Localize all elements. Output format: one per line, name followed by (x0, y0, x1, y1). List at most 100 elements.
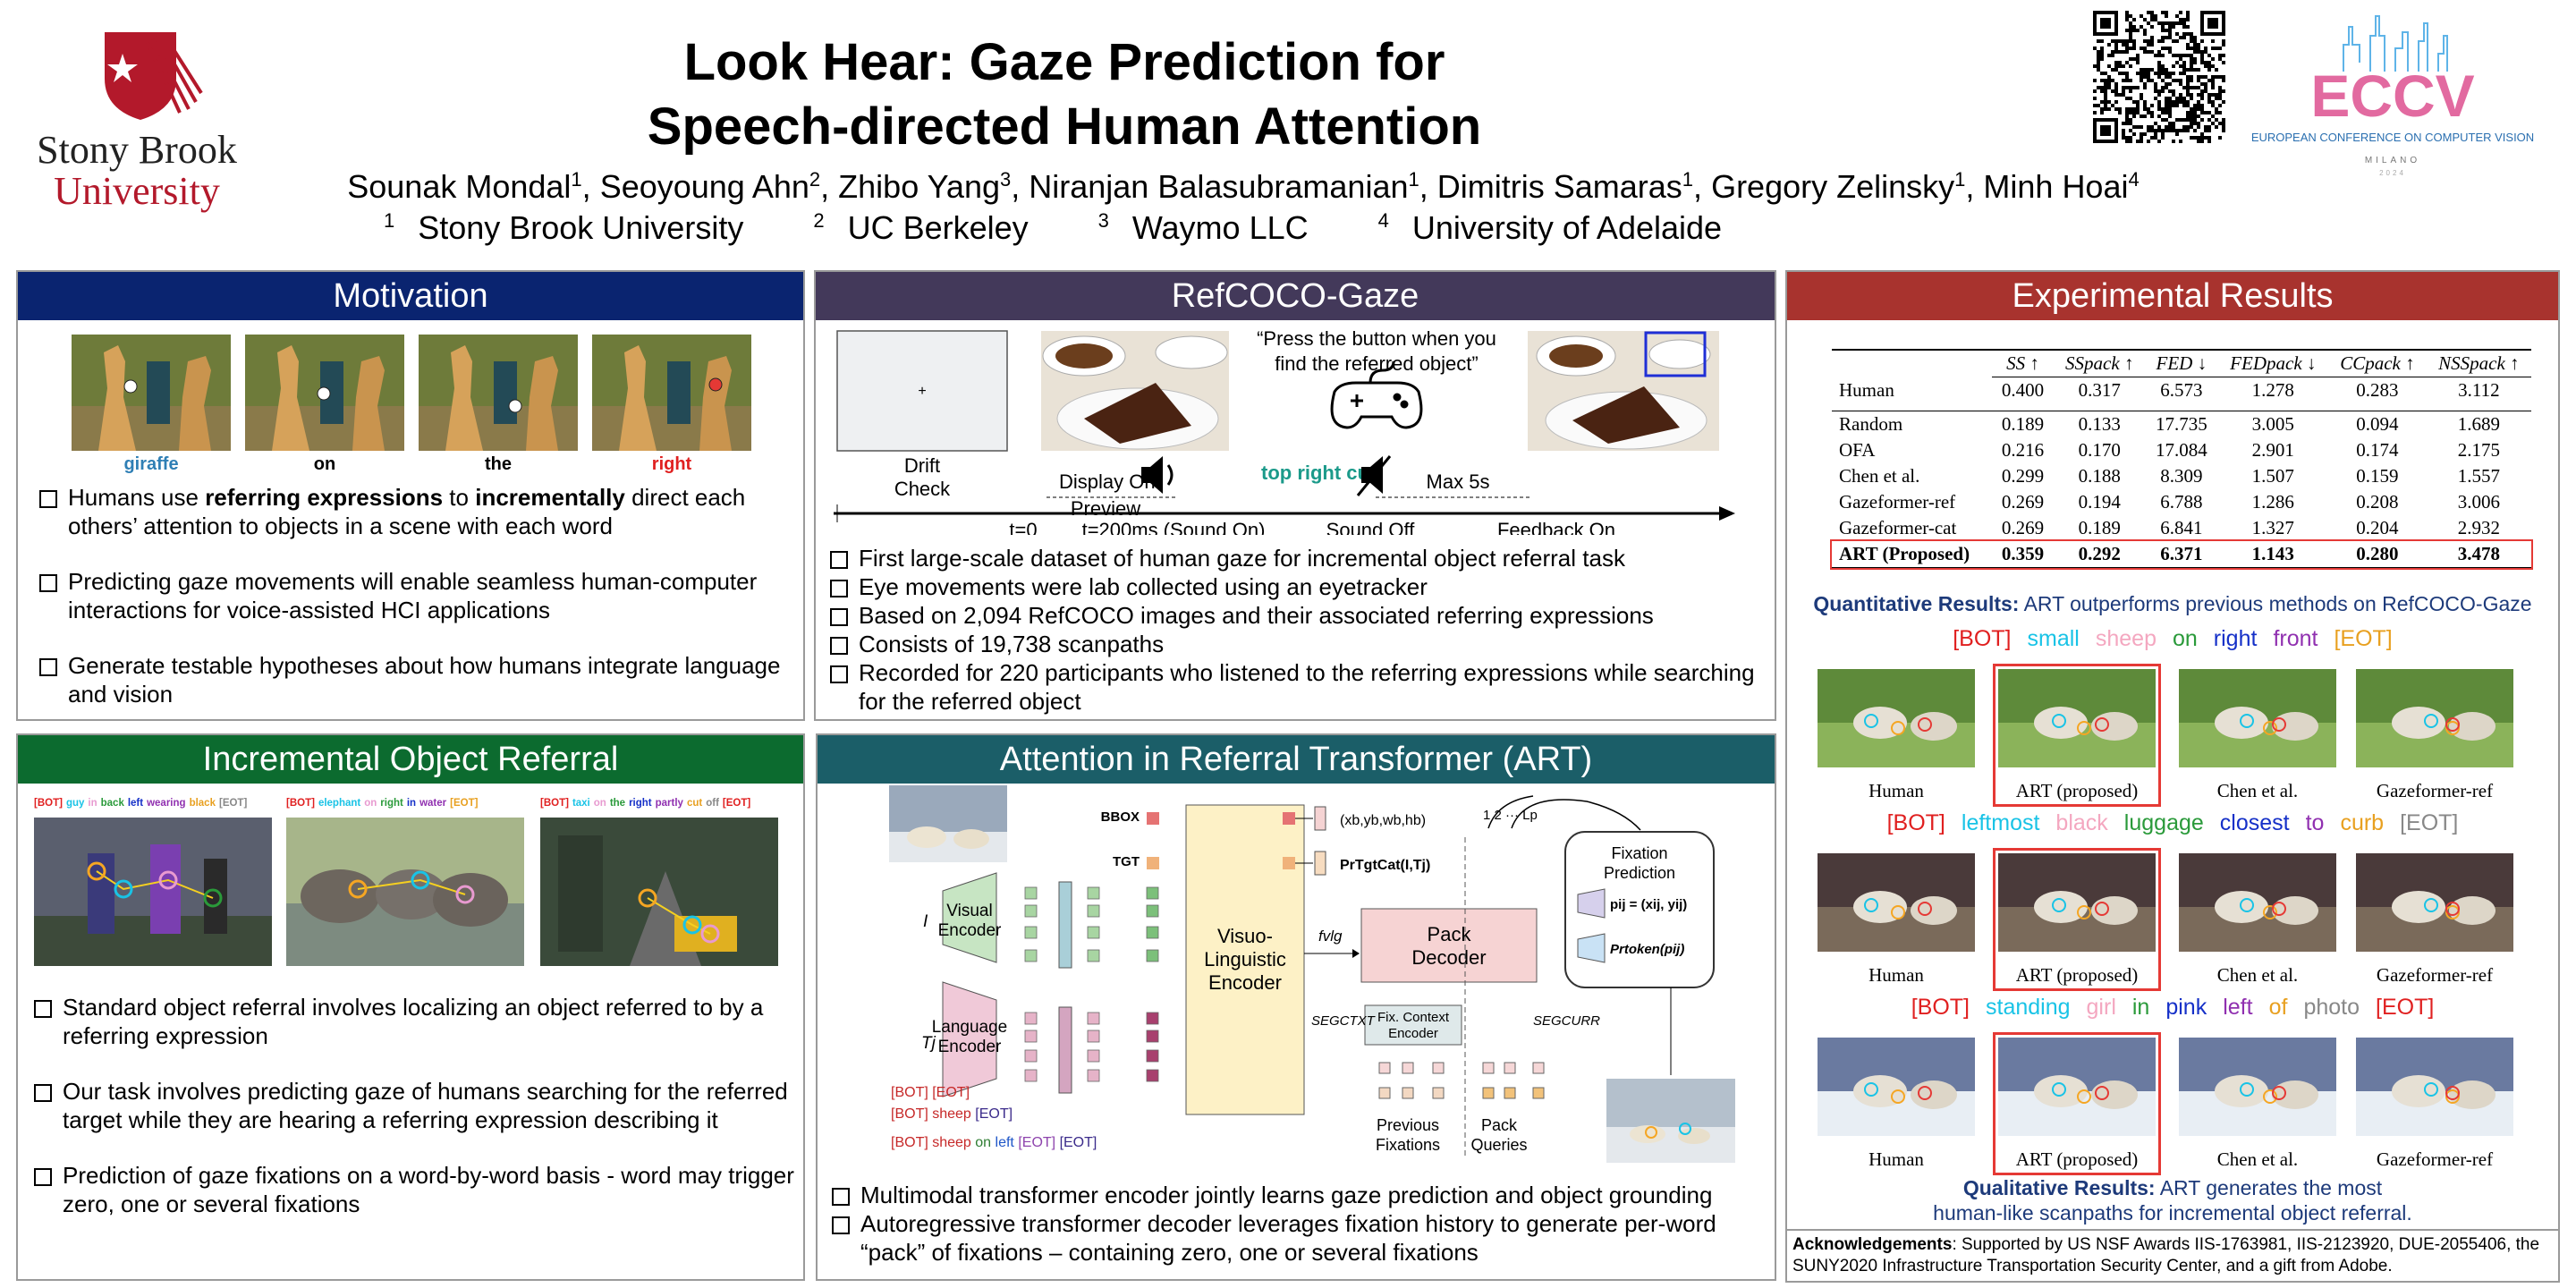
bbox-output: (xb,yb,wb,hb) (1340, 813, 1426, 828)
token-word: sheep (932, 1135, 975, 1150)
method-caption: Human (1868, 1148, 1924, 1170)
timeline-t0: t=0 (1009, 519, 1037, 535)
table-cell: 0.204 (2356, 516, 2399, 538)
table-cell: 0.188 (2078, 464, 2121, 487)
seq-word: curb (2340, 810, 2385, 835)
bullet-item: Our task involves predicting gaze of hum… (32, 1077, 801, 1134)
method-caption: ART (proposed) (2015, 1148, 2139, 1170)
qual-thumbnail (1998, 669, 2156, 767)
art-bullets: Multimodal transformer encoder jointly l… (830, 1181, 1769, 1267)
table-cell: 6.371 (2160, 542, 2203, 564)
table-cell: 2.932 (2457, 516, 2500, 538)
table-cell: 2.175 (2457, 438, 2500, 461)
table-cell: 0.159 (2356, 464, 2399, 487)
table-cell: 0.317 (2078, 379, 2121, 401)
table-cell: 0.269 (2001, 490, 2045, 513)
seq-word: [EOT] (2400, 810, 2459, 835)
caption-word: back (100, 798, 124, 809)
visuo-linguistic-encoder (1185, 804, 1305, 1115)
caption-word: cut (686, 798, 703, 809)
table-cell: 1.507 (2251, 464, 2294, 487)
table-cell: 0.170 (2078, 438, 2121, 461)
method-caption: Chen et al. (2216, 964, 2299, 986)
seq-word: [BOT] (1886, 810, 1945, 835)
quant-text: ART outperforms previous methods on RefC… (2019, 592, 2532, 615)
table-cell: 0.174 (2356, 438, 2399, 461)
table-header: SS ↑ (1991, 350, 2055, 377)
seq-word: closest (2219, 810, 2290, 835)
svg-text:Encoder: Encoder (1208, 971, 1282, 994)
caption-word: right (380, 798, 403, 809)
caption-word: taxi (572, 798, 590, 809)
token-sequence-lines: [BOT] [EOT] [BOT] sheep [EOT] [BOT] shee… (891, 1085, 1097, 1150)
token-word: [BOT] (891, 1135, 932, 1150)
affiliation-name: UC Berkeley (847, 209, 1029, 246)
eccv-year: 2024 (2379, 169, 2406, 177)
qualitative-caption: Qualitative Results: ART generates the m… (1787, 1175, 2558, 1225)
proposed-highlight (1993, 848, 2161, 991)
author: Dimitris Samaras1 (1437, 168, 1693, 205)
coffee-cake-image-2 (1528, 331, 1719, 451)
author-affil: 1 (571, 168, 582, 191)
seq-word: right (2213, 626, 2258, 651)
author-list: Sounak Mondal1, Seoyoung Ahn2, Zhibo Yan… (347, 168, 2140, 205)
table-cell: 0.299 (2001, 464, 2045, 487)
seq-word: [BOT] (1911, 995, 1970, 1020)
affiliation-name: University of Adelaide (1411, 209, 1723, 246)
table-cell: 6.841 (2160, 516, 2203, 538)
table-cell: 1.286 (2251, 490, 2294, 513)
qual-thumbnail (1818, 853, 1975, 952)
input-i: I (923, 912, 928, 931)
table-cell: 0.189 (2078, 516, 2121, 538)
proposed-highlight (1993, 664, 2161, 807)
seq-word: sheep (2095, 626, 2157, 651)
timeline-sound-off: Sound Off (1326, 519, 1416, 535)
table-header: FEDpack ↓ (2217, 350, 2329, 377)
seq-word: front (2273, 626, 2318, 651)
incremental-title: Incremental Object Referral (18, 735, 803, 784)
caption-word: [EOT] (450, 798, 479, 809)
caption-word: right (629, 798, 652, 809)
token-word: left (996, 1135, 1019, 1150)
qual-thumbnail (1818, 1038, 1975, 1136)
drift-label-1: Drift (904, 454, 940, 477)
results-panel: Experimental Results SS ↑SSpack ↑FED ↓FE… (1785, 270, 2560, 1236)
affiliation-num: 2 (813, 209, 825, 232)
author: Seoyoung Ahn2 (600, 168, 820, 205)
token-line: [BOT] sheep [EOT] (891, 1106, 1013, 1122)
token-word: [EOT] (1060, 1135, 1097, 1150)
qual-thumbnail (2356, 853, 2513, 952)
timeline-feedback: Feedback On (1497, 519, 1615, 535)
results-title: Experimental Results (1787, 272, 2558, 320)
bullet-text: Humans use (68, 484, 206, 511)
seq-word: of (2268, 995, 2288, 1020)
giraffe-word: on (313, 454, 336, 474)
seg-ctxt-label: SEGCTXT (1311, 1013, 1377, 1029)
seq-word: to (2305, 810, 2325, 835)
bullet-text: Predicting gaze movements will enable se… (68, 568, 758, 623)
caption-word: [BOT] (34, 798, 63, 809)
bullet-item: Consists of 19,738 scanpaths (828, 630, 1767, 658)
table-cell: 0.400 (2001, 379, 2045, 401)
giraffe-image (245, 335, 404, 451)
results-table-wrap: SS ↑SSpack ↑FED ↓FEDpack ↓CCpack ↑NSSpac… (1830, 349, 2533, 570)
title-line2: Speech-directed Human Attention (647, 97, 1482, 156)
affiliation-num: 4 (1377, 209, 1389, 232)
method-caption: Gazeformer-ref (2376, 964, 2494, 986)
qr-code-icon[interactable] (2093, 11, 2225, 143)
seq-word: on (2172, 626, 2198, 651)
qual-text2: human-like scanpaths for incremental obj… (1933, 1201, 2412, 1224)
table-cell: 6.573 (2160, 379, 2203, 401)
input-sheep-image (889, 785, 1007, 862)
poster-title: Look Hear: Gaze Prediction for Speech-di… (268, 30, 1860, 159)
target-bbox (1644, 331, 1707, 377)
acknowledgements: Acknowledgements: Supported by US NSF Aw… (1785, 1229, 2560, 1283)
